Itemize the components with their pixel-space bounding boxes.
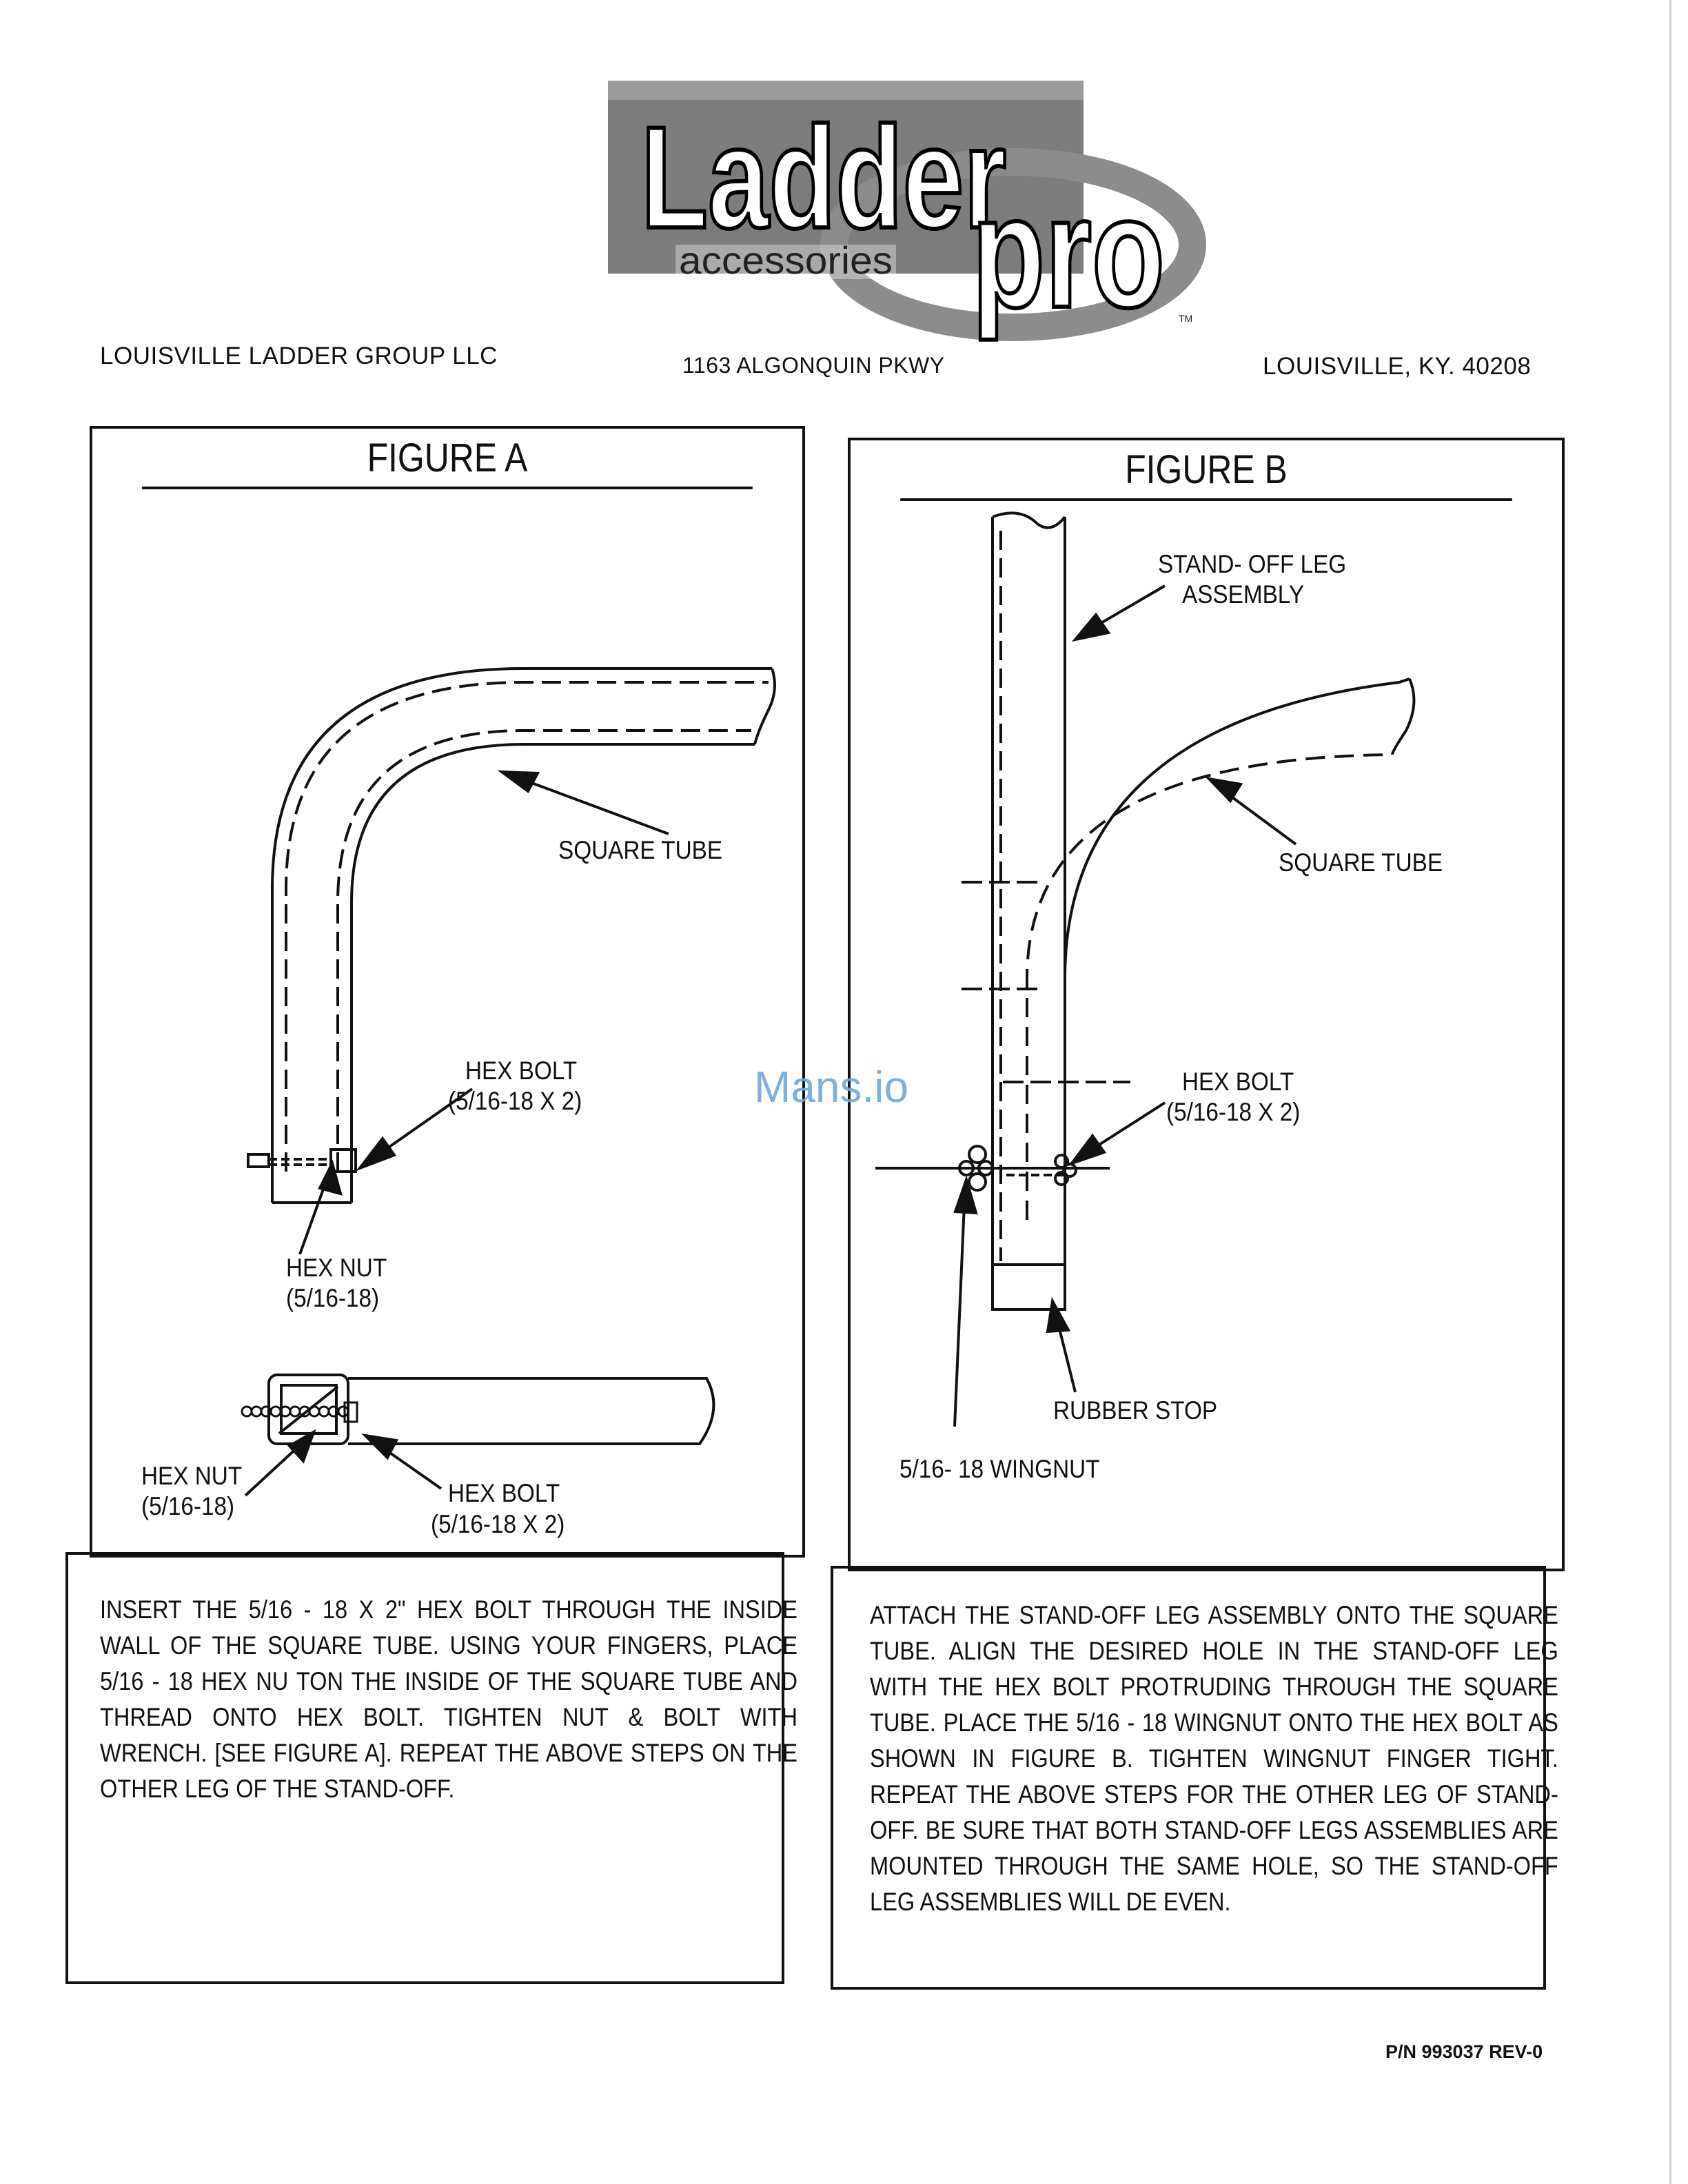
figure-a-diagram — [90, 482, 806, 1551]
fig-a-hex-bolt-2-label: HEX BOLT — [448, 1479, 560, 1507]
svg-text:pro: pro — [972, 163, 1165, 340]
watermark: Mans.io — [754, 1062, 909, 1112]
part-number: P/N 993037 REV-0 — [1385, 2041, 1543, 2062]
svg-text:Ladder: Ladder — [641, 96, 1006, 258]
figure-b-instructions: ATTACH THE STAND-OFF LEG ASSEMBLY ONTO T… — [870, 1601, 1558, 1916]
figure-b-title: FIGURE B — [900, 440, 1512, 501]
fig-b-wingnut-label: 5/16- 18 WINGNUT — [899, 1455, 1100, 1483]
fig-a-hex-nut-label: HEX NUT — [286, 1254, 387, 1282]
figure-a-title: FIGURE A — [142, 429, 753, 489]
figure-b-text-box — [831, 1566, 1546, 1990]
svg-text:TM: TM — [1179, 313, 1192, 324]
fig-b-hex-bolt-label: HEX BOLT — [1182, 1068, 1294, 1096]
company-city: LOUISVILLE, KY. 40208 — [1263, 353, 1532, 380]
fig-a-hex-bolt-spec: (5/16-18 X 2) — [448, 1087, 582, 1115]
figure-b-diagram — [848, 496, 1565, 1571]
ladderpro-logo: Ladder pro accessories TM — [600, 72, 1206, 348]
fig-a-hex-nut-2-label: HEX NUT — [141, 1462, 243, 1490]
fig-a-hex-bolt-label: HEX BOLT — [465, 1057, 578, 1085]
figure-a-panel: FIGURE A — [90, 426, 805, 1558]
fig-b-standoff-label-2: ASSEMBLY — [1182, 580, 1305, 609]
figure-a-text-box — [65, 1552, 784, 1984]
fig-a-hex-nut-spec: (5/16-18) — [286, 1284, 380, 1312]
company-name: LOUISVILLE LADDER GROUP LLC — [100, 343, 498, 369]
figure-b-panel: FIGURE B — [848, 438, 1565, 1571]
scan-edge — [1669, 0, 1671, 2184]
fig-a-hex-bolt-2-spec: (5/16-18 X 2) — [431, 1510, 565, 1538]
fig-a-square-tube-label: SQUARE TUBE — [558, 836, 723, 864]
company-address: 1163 ALGONQUIN PKWY — [682, 353, 945, 378]
fig-b-hex-bolt-spec: (5/16-18 X 2) — [1166, 1098, 1301, 1126]
figure-a-instructions: INSERT THE 5/16 - 18 X 2" HEX BOLT THROU… — [100, 1595, 797, 1803]
fig-b-standoff-label: STAND- OFF LEG — [1158, 550, 1347, 578]
fig-b-square-tube-label: SQUARE TUBE — [1279, 848, 1443, 877]
fig-b-rubber-stop-label: RUBBER STOP — [1053, 1396, 1218, 1425]
fig-a-hex-nut-2-spec: (5/16-18) — [141, 1492, 235, 1520]
svg-text:accessories: accessories — [679, 238, 893, 282]
